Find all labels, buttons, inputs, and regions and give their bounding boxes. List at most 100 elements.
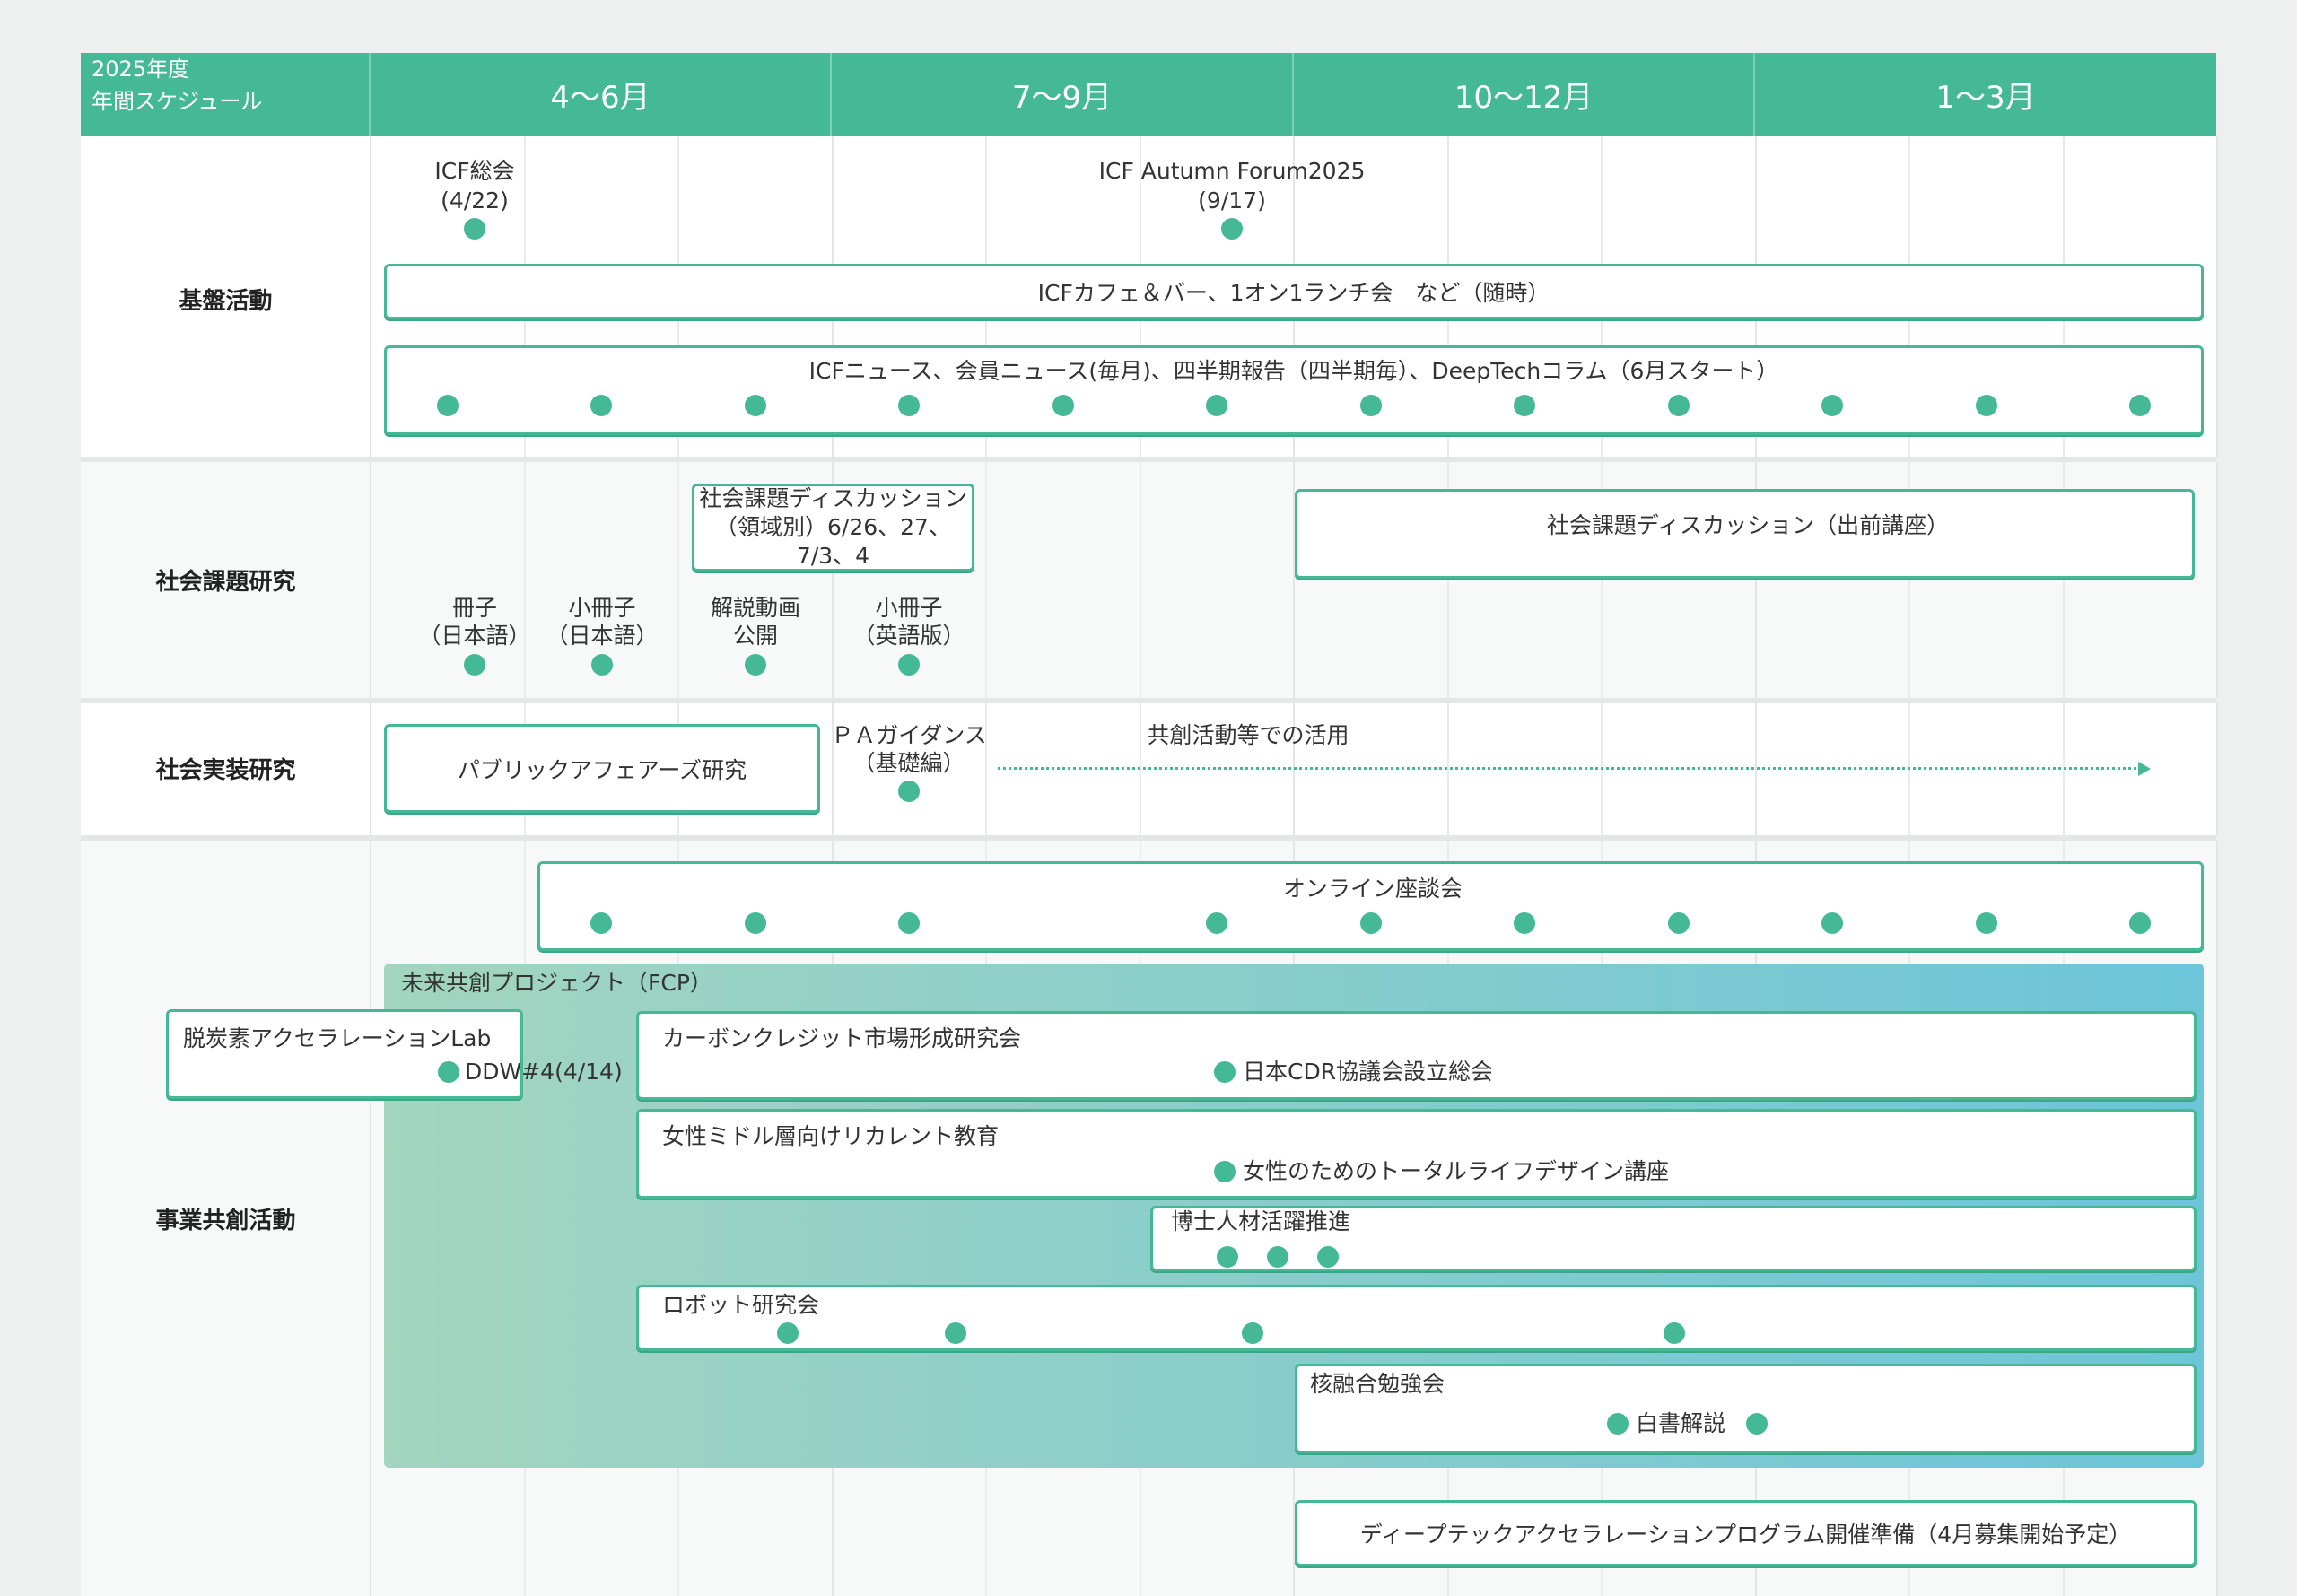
- grid-line: [370, 841, 371, 1596]
- grid-line: [985, 703, 987, 835]
- news-label: ICFニュース、会員ニュース(毎月)、四半期報告（四半期毎）、DeepTechコ…: [808, 358, 1779, 384]
- milestone-dot: [1214, 1161, 1236, 1182]
- fcp-label: 未来共創プロジェクト（FCP）: [401, 970, 712, 996]
- fusion-box: [1295, 1364, 2197, 1453]
- milestone-dot: [1217, 1246, 1238, 1268]
- milestone-dot: [1607, 1413, 1629, 1435]
- phd-label: 博士人材活躍推進: [1171, 1208, 1351, 1234]
- milestone-dot: [1359, 395, 1382, 416]
- milestone-dot: [591, 654, 613, 676]
- row-label-shakai-kadai: 社会課題研究: [155, 569, 296, 596]
- milestone-dot: [777, 1322, 799, 1344]
- milestone-dot: [898, 395, 921, 416]
- milestone-label: 小冊子: [875, 595, 943, 621]
- milestone-dot: [1667, 395, 1690, 416]
- online-talk-box: [537, 861, 2204, 951]
- grid-line: [370, 703, 371, 835]
- milestone-dot: [1746, 1413, 1768, 1435]
- milestone-dot: [436, 395, 459, 416]
- divider: [81, 698, 2216, 703]
- milestone-label: 小冊子: [568, 595, 636, 621]
- carbon-credit-label: カーボンクレジット市場形成研究会: [662, 1025, 1022, 1051]
- milestone-dot: [1975, 912, 1997, 934]
- grid-line: [831, 462, 834, 698]
- milestone-sublabel: （英語版）: [852, 623, 965, 649]
- grid-line: [1446, 462, 1449, 698]
- fusion-label: 核融合勉強会: [1310, 1371, 1445, 1397]
- milestone-dot: [1664, 1322, 1685, 1344]
- deeptech-box: ディープテックアクセラレーションプログラム開催準備（4月募集開始予定）: [1295, 1500, 2197, 1566]
- grid-line: [370, 462, 371, 698]
- discussion-box: 社会課題ディスカッション（領域別）6/26、27、7/3、4: [692, 484, 974, 571]
- milestone-dot: [898, 654, 920, 676]
- row-label-kiban: 基盤活動: [179, 288, 273, 315]
- schedule-title: 年間スケジュール: [92, 89, 263, 114]
- milestone-dot: [898, 781, 920, 802]
- milestone-dot: [2129, 395, 2152, 416]
- quarter-q4: 1〜3月: [1755, 53, 2216, 136]
- pa-guidance: ＰＡガイダンス: [831, 722, 987, 748]
- autumn-forum-date: (9/17): [1198, 188, 1266, 214]
- discussion-outreach-label: 社会課題ディスカッション（出前講座）: [1546, 512, 1950, 538]
- milestone-label: 解説動画: [710, 595, 801, 621]
- dotted-arrow-line: [998, 767, 2142, 770]
- grid-line: [1754, 462, 1757, 698]
- quarter-q2: 7〜9月: [832, 53, 1294, 136]
- milestone-dot: [1821, 912, 1844, 934]
- milestone-sublabel: （日本語）: [418, 623, 531, 649]
- grid-line: [831, 703, 834, 835]
- decarbon-lab-label: 脱炭素アクセラレーションLab: [183, 1025, 492, 1051]
- robot-box: [636, 1285, 2197, 1351]
- grid-line: [1293, 462, 1295, 698]
- milestone-dot: [745, 654, 766, 676]
- utilization-label: 共創活動等での活用: [1147, 722, 1349, 748]
- whitepaper-label: 白書解説: [1636, 1410, 1726, 1436]
- divider: [81, 457, 2216, 462]
- discussion-outreach-box: [1295, 489, 2195, 579]
- milestone-dot: [744, 395, 766, 416]
- milestone-dot: [1514, 912, 1536, 934]
- women-event-label: 女性のためのトータルライフデザイン講座: [1243, 1158, 1670, 1184]
- women-recurrent-label: 女性ミドル層向けリカレント教育: [662, 1123, 1000, 1149]
- milestone-dot: [464, 654, 485, 676]
- milestone-dot: [1359, 912, 1382, 934]
- grid-line: [2216, 703, 2218, 835]
- milestone-dot: [464, 218, 485, 240]
- cdr-label: 日本CDR協議会設立総会: [1243, 1059, 1494, 1085]
- women-recurrent-box: [636, 1109, 2197, 1199]
- icf-general-meeting: ICF総会: [434, 158, 515, 184]
- grid-line: [2216, 462, 2218, 698]
- robot-label: ロボット研究会: [662, 1292, 820, 1318]
- milestone-dot: [1267, 1246, 1288, 1268]
- milestone-dot: [1821, 395, 1844, 416]
- milestone-dot: [1206, 395, 1228, 416]
- grid-line: [1601, 462, 1603, 698]
- milestone-dot: [2129, 912, 2152, 934]
- header-title: 2025年度年間スケジュール: [81, 53, 371, 136]
- milestone-dot: [1975, 395, 1997, 416]
- milestone-dot: [590, 912, 613, 934]
- milestone-dot: [1206, 912, 1228, 934]
- milestone-dot: [744, 912, 766, 934]
- milestone-dot: [1242, 1322, 1263, 1344]
- icf-general-meeting-date: (4/22): [441, 188, 509, 214]
- quarter-q3: 10〜12月: [1294, 53, 1755, 136]
- pa-guidance-sub: （基礎編）: [852, 750, 965, 776]
- grid-line: [1139, 462, 1141, 698]
- milestone-dot: [438, 1061, 459, 1083]
- milestone-dot: [1052, 395, 1074, 416]
- quarter-q1: 4〜6月: [371, 53, 832, 136]
- milestone-dot: [1214, 1061, 1236, 1083]
- arrow-head-icon: [2138, 762, 2151, 776]
- grid-line: [523, 462, 526, 698]
- row-label-shakai-jisso: 社会実装研究: [155, 757, 296, 784]
- grid-line: [1908, 462, 1910, 698]
- milestone-dot: [1667, 912, 1690, 934]
- divider: [81, 835, 2216, 841]
- milestone-dot: [590, 395, 613, 416]
- discussion-line1: 社会課題ディスカッション: [699, 485, 967, 511]
- decarbon-lab-box: [166, 1009, 523, 1099]
- milestone-dot: [898, 912, 921, 934]
- grid-line: [985, 462, 987, 698]
- cafe-bar-label: ICFカフェ＆バー、1オン1ランチ会 など（随時）: [1037, 280, 1550, 306]
